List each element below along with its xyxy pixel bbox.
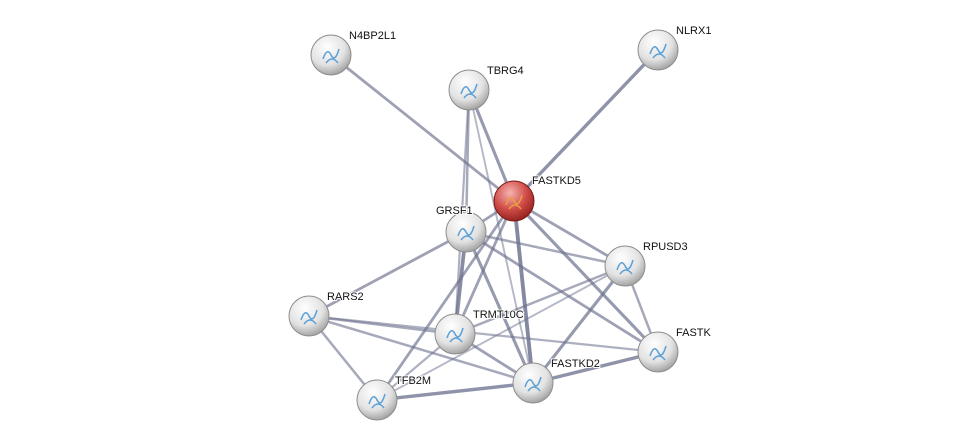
node-tfb2m[interactable]: TFB2M bbox=[356, 374, 432, 421]
edge-nlrx1-fastkd5[interactable] bbox=[512, 48, 660, 203]
node-fastkd2[interactable]: FASTKD2 bbox=[512, 357, 601, 404]
protein-structure-icon bbox=[524, 376, 542, 392]
edge-fastkd5-fastk[interactable] bbox=[512, 199, 660, 354]
edge-trmt10c-rpusd3[interactable] bbox=[454, 264, 626, 336]
edge-fastkd2-rpusd3[interactable] bbox=[531, 265, 627, 384]
protein-structure-icon bbox=[300, 309, 318, 325]
protein-structure-icon bbox=[368, 393, 386, 409]
node-label: FASTKD5 bbox=[532, 175, 581, 187]
node-grsf1[interactable] bbox=[445, 211, 487, 253]
protein-structure-icon bbox=[446, 327, 464, 343]
node-label: N4BP2L1 bbox=[349, 30, 396, 42]
node-label: RARS2 bbox=[327, 291, 364, 303]
edge-grsf1-fastkd2[interactable] bbox=[464, 231, 535, 384]
node-label: GRSF1 bbox=[436, 205, 473, 217]
edge-grsf1-rpusd3[interactable] bbox=[465, 230, 626, 268]
protein-structure-icon bbox=[460, 83, 478, 99]
edge-grsf1-rars2[interactable] bbox=[308, 230, 467, 318]
node-label: FASTKD2 bbox=[551, 358, 600, 370]
node-rars2[interactable]: RARS2 bbox=[288, 290, 365, 337]
node-n4bp2l1[interactable]: N4BP2L1 bbox=[310, 29, 397, 76]
node-label: TBRG4 bbox=[487, 65, 524, 77]
edge-tbrg4-fastkd2[interactable] bbox=[468, 89, 534, 384]
edge-tfb2m-fastkd2[interactable] bbox=[376, 381, 534, 402]
node-fastkd5[interactable]: FASTKD5 bbox=[493, 174, 582, 222]
protein-structure-icon bbox=[649, 345, 667, 361]
edge-fastkd5-trmt10c[interactable] bbox=[453, 200, 516, 335]
protein-structure-icon bbox=[322, 48, 340, 64]
protein-structure-icon bbox=[616, 259, 634, 275]
node-label: RPUSD3 bbox=[643, 241, 688, 253]
edge-n4bp2l1-fastkd5[interactable] bbox=[330, 53, 515, 203]
edge-rars2-fastk[interactable] bbox=[308, 314, 659, 354]
node-label: TFB2M bbox=[395, 375, 431, 387]
edge-fastkd2-fastk[interactable] bbox=[532, 350, 659, 385]
protein-structure-icon bbox=[505, 194, 523, 210]
node-label: FASTK bbox=[676, 327, 712, 339]
edge-fastkd5-rpusd3[interactable] bbox=[513, 199, 626, 268]
node-label: NLRX1 bbox=[676, 25, 711, 37]
node-fastk[interactable]: FASTK bbox=[637, 326, 713, 373]
node-trmt10c[interactable]: TRMT10C bbox=[434, 308, 525, 355]
node-nlrx1[interactable]: NLRX1 bbox=[637, 24, 712, 71]
edge-fastkd5-tfb2m[interactable] bbox=[375, 200, 516, 401]
nodes-layer: N4BP2L1 NLRX1TBRG4FASTKD5RPUSD3RARS2TRMT1… bbox=[288, 24, 713, 421]
edge-fastkd5-fastkd2[interactable] bbox=[512, 200, 535, 384]
edge-rars2-fastkd2[interactable] bbox=[308, 314, 534, 385]
node-tbrg4[interactable]: TBRG4 bbox=[448, 64, 525, 111]
edge-tfb2m-rpusd3[interactable] bbox=[376, 265, 626, 401]
protein-structure-icon bbox=[649, 43, 667, 59]
protein-structure-icon bbox=[457, 225, 475, 241]
node-rpusd3[interactable]: RPUSD3 bbox=[604, 240, 689, 287]
node-label: TRMT10C bbox=[473, 309, 524, 321]
